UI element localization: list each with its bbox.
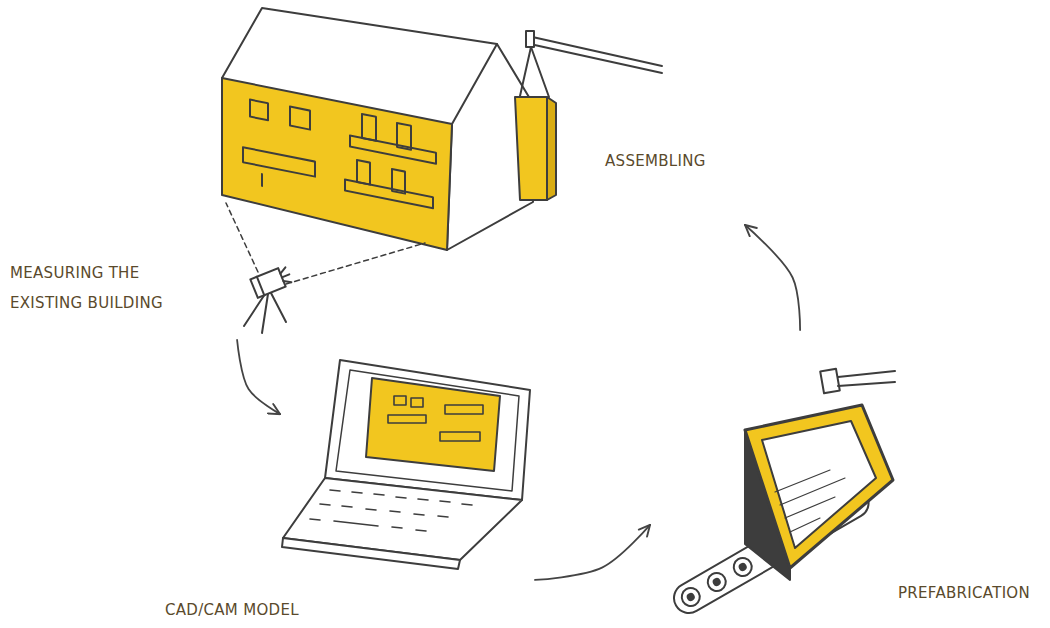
screen-balcony bbox=[440, 432, 480, 441]
crane-jib bbox=[528, 36, 662, 66]
lens-ray bbox=[279, 267, 287, 273]
stage-label: ASSEMBLING bbox=[605, 146, 745, 176]
roller-axle bbox=[739, 563, 747, 571]
stage-label: PREFABRICATION bbox=[898, 578, 1048, 608]
camera-line bbox=[257, 277, 264, 296]
tool-arm bbox=[838, 382, 895, 386]
laptop-key bbox=[366, 509, 376, 510]
tripod-leg bbox=[244, 294, 265, 326]
crane-cable bbox=[520, 47, 531, 96]
laptop-key bbox=[396, 497, 406, 498]
lens-ray bbox=[282, 274, 289, 277]
laptop-key bbox=[352, 492, 362, 493]
process-stage: MEASURING THE EXISTING BUILDING bbox=[8, 255, 298, 340]
prefab-module bbox=[515, 97, 547, 200]
building-facade bbox=[222, 78, 452, 250]
conveyor-roller bbox=[730, 555, 755, 580]
laptop-key bbox=[392, 527, 402, 528]
balcony bbox=[345, 180, 433, 209]
conveyor-roller bbox=[704, 570, 729, 595]
tool-arm bbox=[838, 371, 895, 377]
roller-axle bbox=[687, 593, 695, 601]
screen-window bbox=[388, 415, 426, 423]
tripod-leg bbox=[262, 294, 268, 333]
balcony bbox=[350, 136, 436, 164]
laptop-key bbox=[330, 490, 340, 491]
laptop-key bbox=[374, 494, 384, 495]
conveyor-roller bbox=[678, 585, 703, 610]
hatch-line bbox=[780, 478, 845, 505]
hatch-line bbox=[775, 470, 830, 492]
roof-line bbox=[222, 8, 497, 78]
crane-cable bbox=[531, 47, 549, 97]
scan-ray bbox=[226, 203, 258, 272]
laptop-lid bbox=[325, 360, 530, 500]
window bbox=[362, 114, 376, 141]
laptop-screen bbox=[366, 378, 500, 471]
hatch-line bbox=[790, 518, 820, 532]
crane-tip bbox=[526, 31, 534, 47]
lens-ray bbox=[283, 278, 291, 284]
laptop-key bbox=[310, 519, 320, 520]
laptop-key bbox=[320, 504, 330, 505]
prefab-element bbox=[745, 405, 893, 568]
laptop-key bbox=[418, 499, 428, 500]
process-stage: PREFABRICATION bbox=[650, 330, 1045, 620]
stage-label: CAD/CAM MODEL bbox=[165, 595, 365, 625]
process-arrow bbox=[237, 340, 280, 414]
machine-tool bbox=[820, 369, 840, 393]
stage-label: MEASURING THE EXISTING BUILDING bbox=[10, 258, 195, 318]
process-stage: CAD/CAM MODEL bbox=[280, 370, 535, 615]
hatch-line bbox=[785, 497, 835, 518]
laptop-key bbox=[390, 511, 400, 512]
roller-axle bbox=[713, 578, 721, 586]
crane-jib bbox=[530, 44, 662, 73]
laptop-key bbox=[440, 501, 450, 502]
window bbox=[357, 160, 370, 185]
prefab-element-inner bbox=[762, 421, 876, 548]
tripod-leg bbox=[271, 293, 286, 322]
prefab-module-side bbox=[547, 97, 556, 200]
laptop-key bbox=[414, 514, 424, 515]
process-stage: ASSEMBLING bbox=[600, 140, 750, 225]
process-arrow bbox=[745, 225, 800, 330]
laptop-key bbox=[462, 504, 472, 505]
laptop-key bbox=[334, 521, 378, 526]
window bbox=[290, 107, 310, 130]
screen-window bbox=[411, 398, 423, 407]
screen-balcony bbox=[445, 405, 483, 414]
scan-ray bbox=[286, 243, 425, 284]
screen-window bbox=[394, 396, 406, 405]
laptop-key bbox=[342, 506, 352, 507]
process-arrow bbox=[535, 525, 650, 580]
laptop-key bbox=[416, 530, 426, 531]
laptop-bezel bbox=[336, 370, 519, 491]
window bbox=[243, 147, 315, 176]
laptop-key bbox=[438, 516, 448, 517]
window bbox=[250, 100, 268, 121]
laptop-front bbox=[282, 538, 460, 569]
facade-mark bbox=[261, 174, 263, 186]
